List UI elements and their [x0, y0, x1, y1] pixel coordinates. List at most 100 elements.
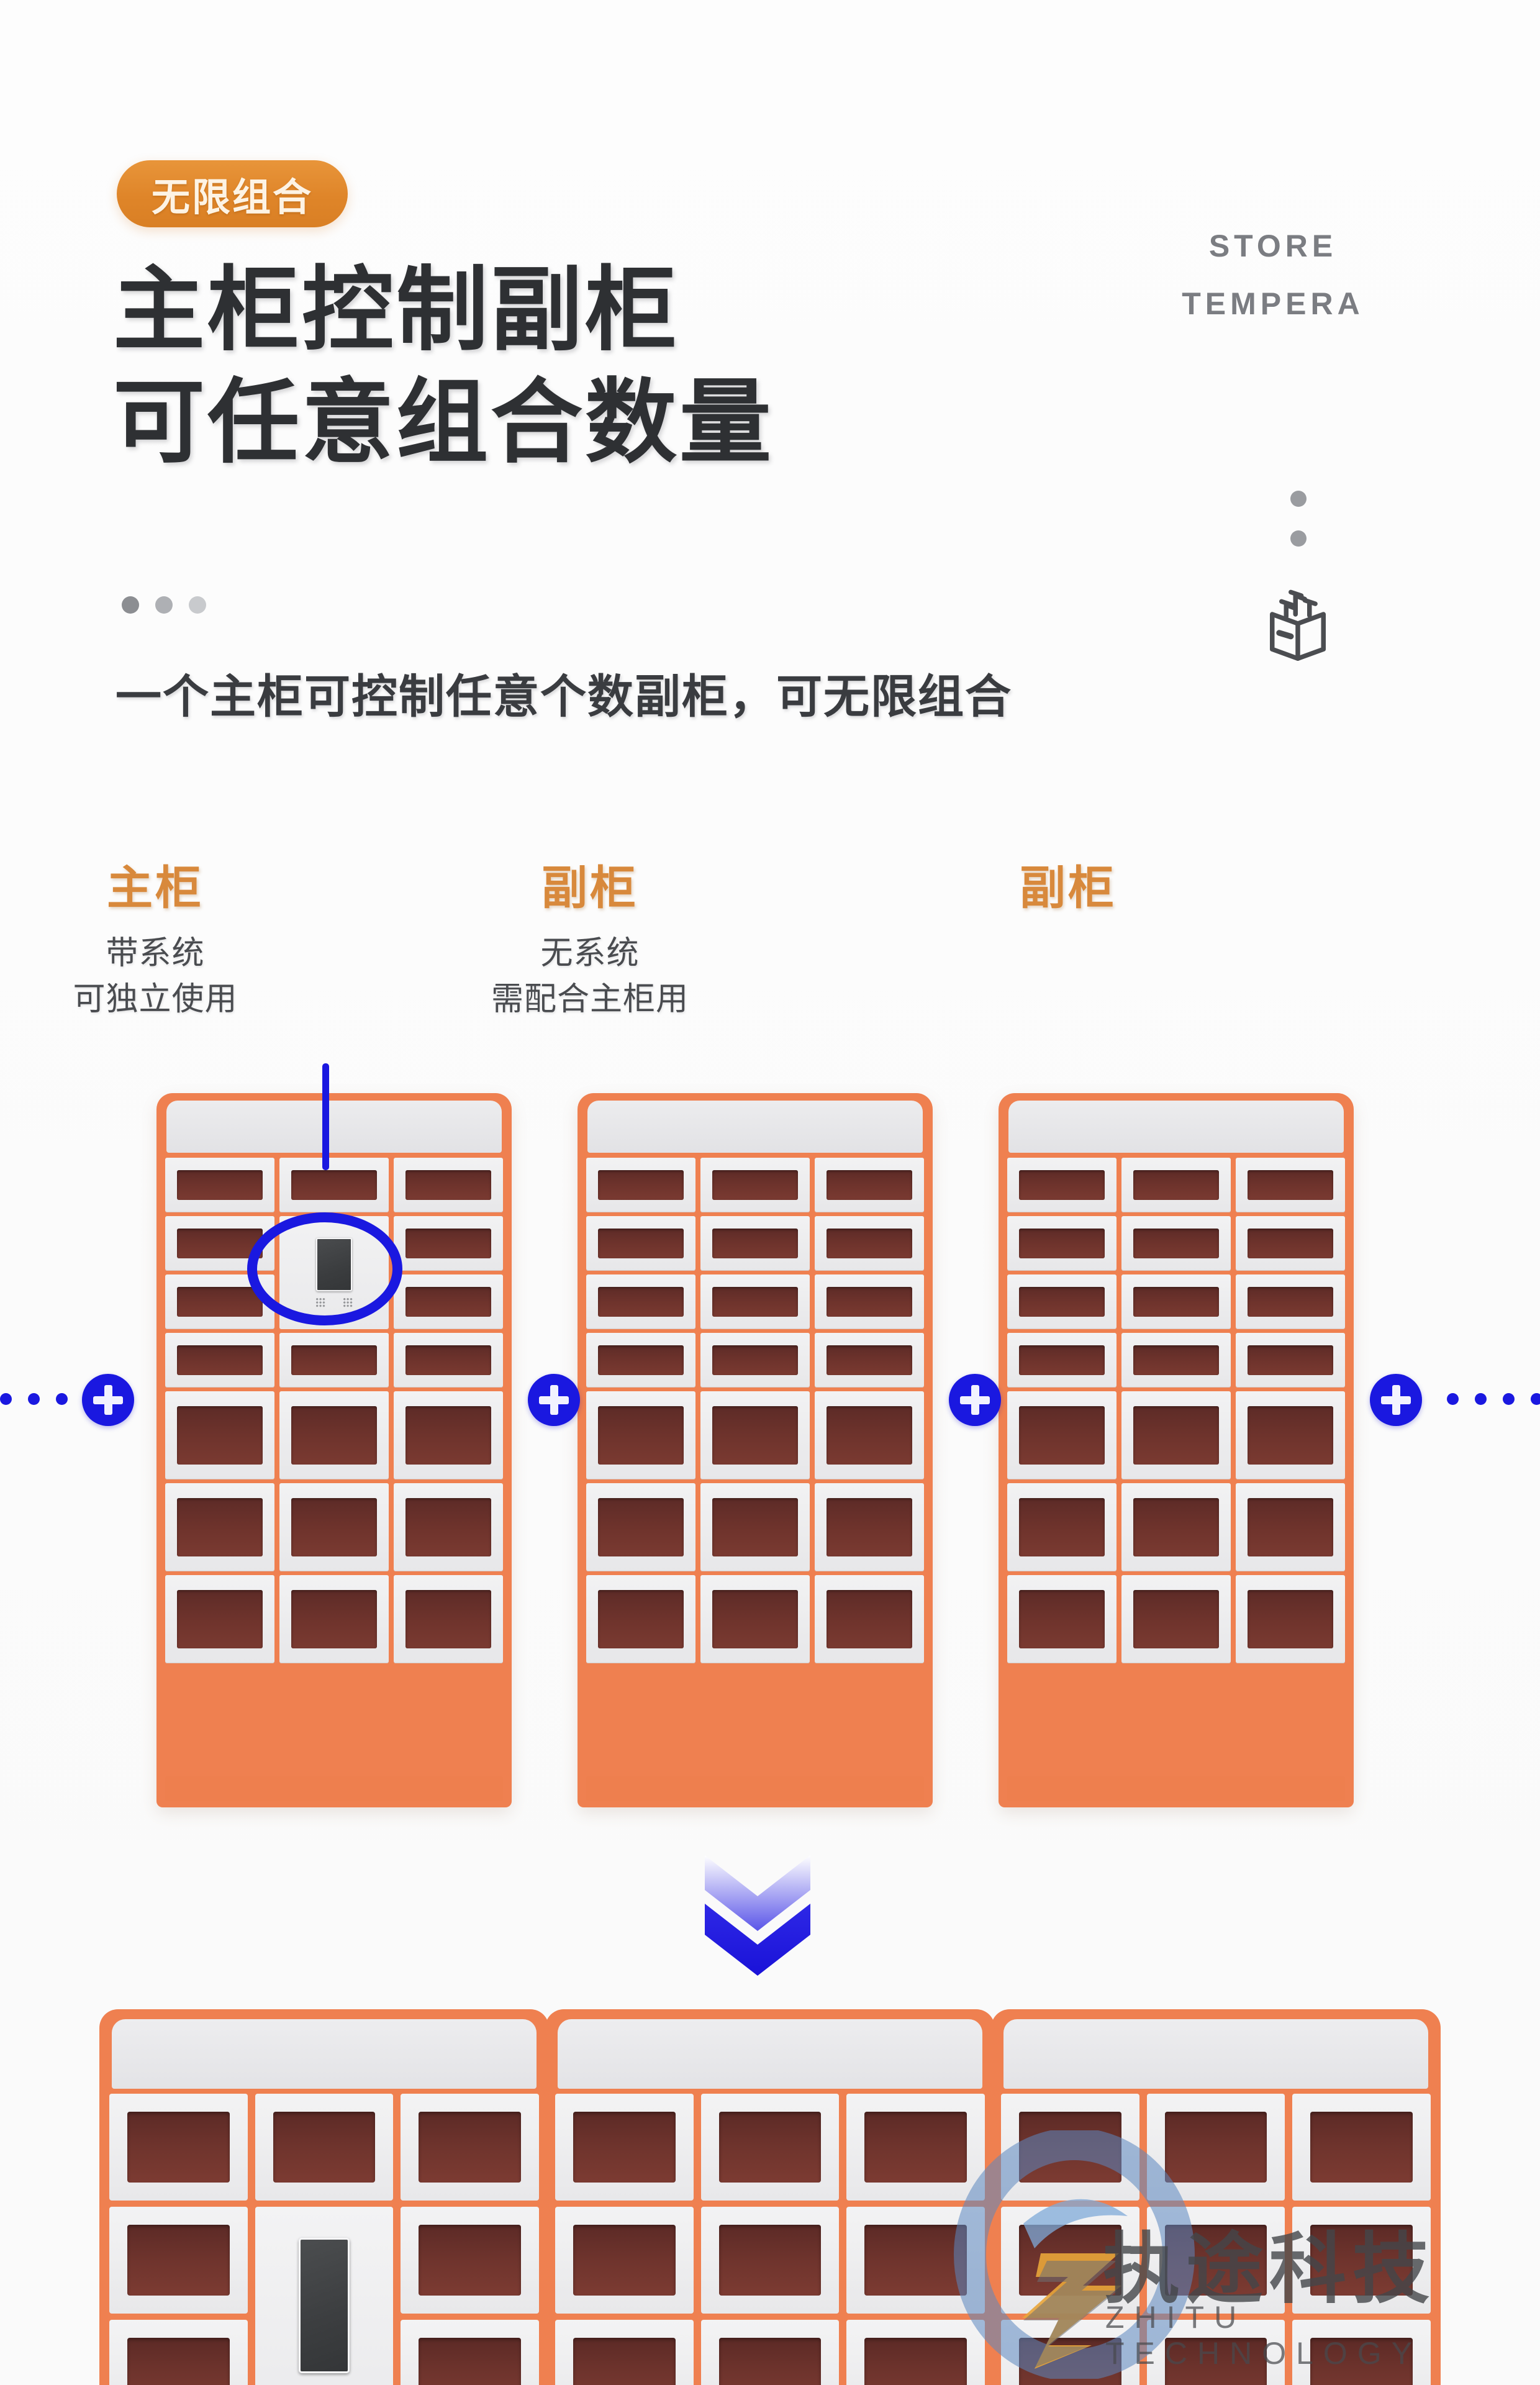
- locker[interactable]: [165, 1391, 274, 1479]
- locker[interactable]: [1121, 1575, 1231, 1663]
- locker[interactable]: [1236, 1333, 1345, 1388]
- locker[interactable]: [394, 1483, 503, 1571]
- locker[interactable]: [1007, 1575, 1116, 1663]
- locker[interactable]: [1236, 1575, 1345, 1663]
- locker[interactable]: [165, 1483, 274, 1571]
- locker[interactable]: [1236, 1274, 1345, 1329]
- locker[interactable]: [700, 2320, 840, 2385]
- locker[interactable]: [279, 1575, 389, 1663]
- combined-unit-secondary-1[interactable]: [545, 2009, 995, 2385]
- combined-unit-main[interactable]: [99, 2009, 549, 2385]
- locker[interactable]: [815, 1391, 924, 1479]
- locker[interactable]: [1292, 2207, 1431, 2314]
- locker[interactable]: [401, 2320, 540, 2385]
- locker[interactable]: [165, 1158, 274, 1212]
- locker[interactable]: [586, 1158, 695, 1212]
- locker[interactable]: [394, 1274, 503, 1329]
- locker[interactable]: [815, 1158, 924, 1212]
- locker[interactable]: [394, 1575, 503, 1663]
- locker[interactable]: [1007, 1158, 1116, 1212]
- locker[interactable]: [846, 2320, 985, 2385]
- line-dot: [1447, 1393, 1459, 1405]
- locker[interactable]: [586, 1274, 695, 1329]
- locker[interactable]: [1001, 2207, 1139, 2314]
- locker[interactable]: [586, 1391, 695, 1479]
- locker[interactable]: [700, 1391, 810, 1479]
- locker-door: [827, 1287, 912, 1317]
- locker[interactable]: [279, 1333, 389, 1388]
- locker[interactable]: [700, 1483, 810, 1571]
- locker[interactable]: [586, 1333, 695, 1388]
- locker[interactable]: [1007, 1333, 1116, 1388]
- locker[interactable]: [1007, 1274, 1116, 1329]
- locker[interactable]: [394, 1333, 503, 1388]
- plus-connector-3[interactable]: [949, 1374, 1001, 1426]
- locker[interactable]: [394, 1391, 503, 1479]
- locker[interactable]: [700, 1274, 810, 1329]
- locker[interactable]: [555, 2207, 694, 2314]
- cabinet-secondary-2[interactable]: [999, 1093, 1354, 1807]
- locker[interactable]: [1236, 1216, 1345, 1271]
- locker[interactable]: [279, 1391, 389, 1479]
- locker[interactable]: [1292, 2094, 1431, 2201]
- locker[interactable]: [815, 1274, 924, 1329]
- locker[interactable]: [401, 2207, 540, 2314]
- locker[interactable]: [815, 1216, 924, 1271]
- combined-cabinet: [99, 2009, 1441, 2385]
- locker[interactable]: [700, 1158, 810, 1212]
- locker[interactable]: [394, 1158, 503, 1212]
- plus-connector-1[interactable]: [82, 1374, 134, 1426]
- locker[interactable]: [700, 1575, 810, 1663]
- locker[interactable]: [586, 1483, 695, 1571]
- locker[interactable]: [1001, 2094, 1139, 2201]
- locker[interactable]: [1007, 1483, 1116, 1571]
- locker[interactable]: [1007, 1391, 1116, 1479]
- locker[interactable]: [1146, 2094, 1285, 2201]
- locker[interactable]: [815, 1483, 924, 1571]
- locker-door: [419, 2112, 522, 2183]
- locker[interactable]: [394, 1216, 503, 1271]
- locker[interactable]: [586, 1575, 695, 1663]
- locker[interactable]: [165, 1333, 274, 1388]
- locker[interactable]: [165, 1575, 274, 1663]
- control-panel[interactable]: [255, 2207, 394, 2385]
- plus-connector-2[interactable]: [528, 1374, 580, 1426]
- locker[interactable]: [700, 1216, 810, 1271]
- locker[interactable]: [1236, 1391, 1345, 1479]
- locker[interactable]: [1121, 1483, 1231, 1571]
- cabinet-main[interactable]: [156, 1093, 512, 1807]
- cabinet-secondary-1[interactable]: [578, 1093, 933, 1807]
- locker[interactable]: [1292, 2320, 1431, 2385]
- locker[interactable]: [846, 2094, 985, 2201]
- locker[interactable]: [165, 1274, 274, 1329]
- locker[interactable]: [700, 1333, 810, 1388]
- locker[interactable]: [815, 1575, 924, 1663]
- locker[interactable]: [555, 2094, 694, 2201]
- locker[interactable]: [1121, 1216, 1231, 1271]
- locker[interactable]: [1121, 1274, 1231, 1329]
- plus-connector-4[interactable]: [1370, 1374, 1422, 1426]
- locker[interactable]: [109, 2094, 248, 2201]
- locker[interactable]: [586, 1216, 695, 1271]
- locker[interactable]: [279, 1483, 389, 1571]
- locker[interactable]: [1007, 1216, 1116, 1271]
- locker[interactable]: [700, 2094, 840, 2201]
- locker[interactable]: [1121, 1333, 1231, 1388]
- locker[interactable]: [1001, 2320, 1139, 2385]
- locker[interactable]: [1236, 1483, 1345, 1571]
- locker[interactable]: [279, 1158, 389, 1212]
- locker[interactable]: [1146, 2207, 1285, 2314]
- locker[interactable]: [846, 2207, 985, 2314]
- combined-unit-secondary-2[interactable]: [991, 2009, 1441, 2385]
- locker[interactable]: [1121, 1158, 1231, 1212]
- locker[interactable]: [555, 2320, 694, 2385]
- locker[interactable]: [700, 2207, 840, 2314]
- locker[interactable]: [109, 2320, 248, 2385]
- locker[interactable]: [401, 2094, 540, 2201]
- locker[interactable]: [1121, 1391, 1231, 1479]
- locker[interactable]: [1146, 2320, 1285, 2385]
- locker[interactable]: [255, 2094, 394, 2201]
- locker[interactable]: [109, 2207, 248, 2314]
- locker[interactable]: [815, 1333, 924, 1388]
- locker[interactable]: [1236, 1158, 1345, 1212]
